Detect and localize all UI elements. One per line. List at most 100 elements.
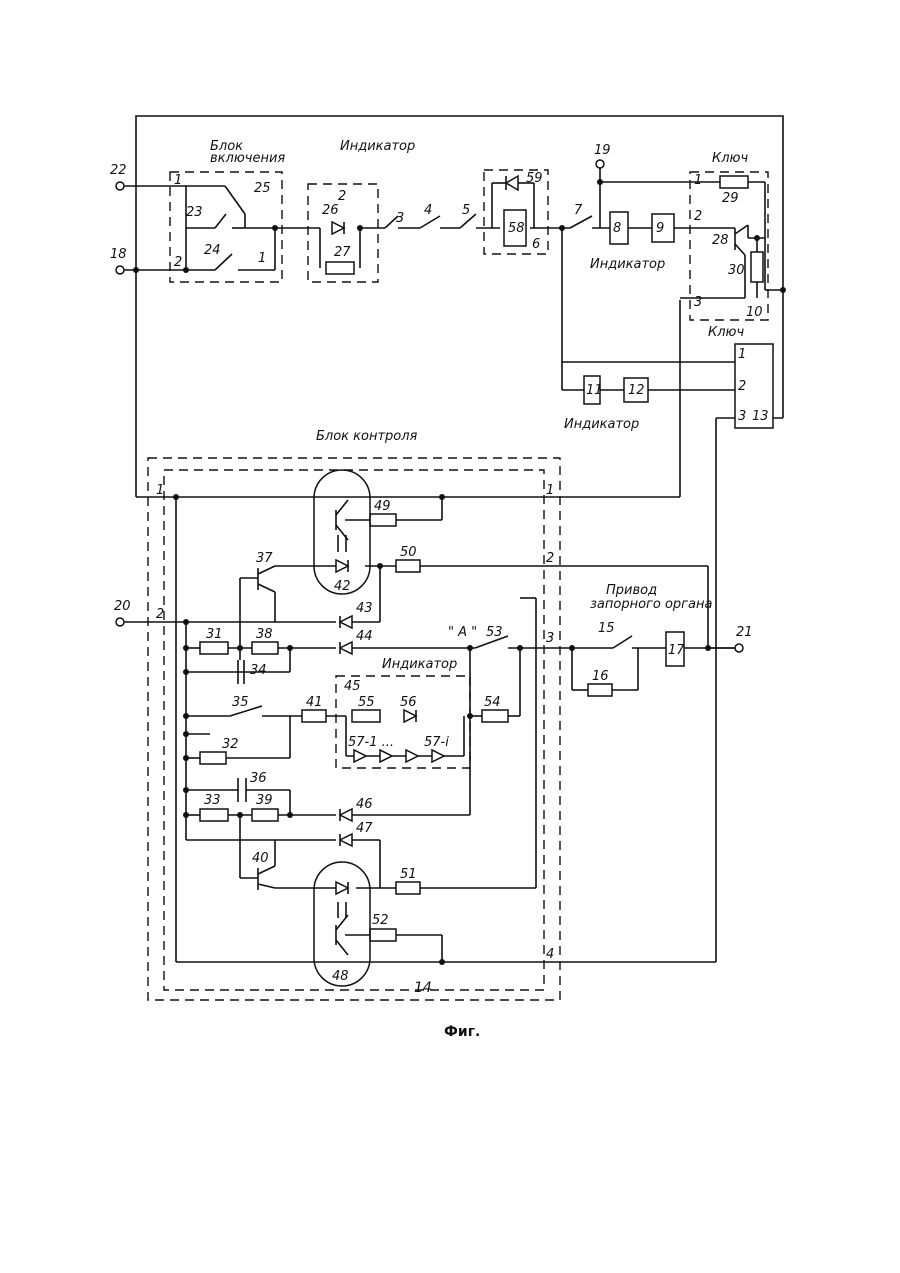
label-indicator-12: Индикатор: [564, 417, 639, 432]
figure-caption: Фиг.: [444, 1024, 480, 1040]
svg-text:10: 10: [746, 305, 763, 320]
svg-text:17: 17: [668, 643, 685, 658]
svg-text:2: 2: [156, 607, 164, 622]
svg-text:53: 53: [486, 625, 503, 640]
svg-text:3: 3: [738, 409, 746, 424]
svg-text:7: 7: [574, 203, 583, 218]
diode-48-led: [336, 882, 348, 894]
diode-43: [340, 616, 352, 628]
resistor-52: [370, 929, 396, 941]
svg-text:3: 3: [546, 631, 554, 646]
svg-text:31: 31: [206, 627, 223, 642]
svg-text:29: 29: [722, 191, 739, 206]
svg-text:8: 8: [613, 221, 621, 236]
svg-text:1: 1: [738, 347, 746, 362]
diode-56: [404, 710, 416, 722]
svg-text:2: 2: [694, 209, 702, 224]
resistor-51: [396, 882, 420, 894]
junction-dots: [133, 179, 786, 965]
labels: 22 18 19 20 21 Блок включения Индикатор …: [110, 139, 769, 1040]
label-drive-2: запорного органа: [590, 597, 712, 612]
svg-text:4: 4: [546, 947, 554, 962]
svg-text:9: 9: [656, 221, 664, 236]
svg-text:1: 1: [258, 251, 266, 266]
terminals: [116, 160, 743, 652]
svg-text:1: 1: [546, 483, 554, 498]
svg-text:47: 47: [356, 821, 373, 836]
diode-42: [336, 560, 348, 572]
label-terminal-19: 19: [594, 143, 611, 158]
svg-text:3: 3: [396, 211, 404, 226]
svg-text:28: 28: [712, 233, 729, 248]
svg-text:40: 40: [252, 851, 269, 866]
svg-text:26: 26: [322, 203, 339, 218]
svg-text:49: 49: [374, 499, 391, 514]
svg-text:1: 1: [156, 483, 164, 498]
svg-text:46: 46: [356, 797, 373, 812]
svg-text:41: 41: [306, 695, 323, 710]
svg-text:58: 58: [508, 221, 525, 236]
svg-text:1: 1: [174, 173, 182, 188]
resistor-29: [720, 176, 748, 188]
resistor-38: [252, 642, 278, 654]
svg-text:13: 13: [752, 409, 769, 424]
optocoupler-48: [314, 862, 370, 986]
svg-text:23: 23: [186, 205, 203, 220]
block-control-outer: [148, 458, 560, 1000]
resistor-41: [302, 710, 326, 722]
terminal-22: [116, 182, 124, 190]
svg-text:51: 51: [400, 867, 417, 882]
terminal-21: [735, 644, 743, 652]
resistor-50: [396, 560, 420, 572]
label-terminal-21: 21: [736, 625, 753, 640]
svg-text:2: 2: [338, 189, 346, 204]
svg-text:2: 2: [174, 255, 182, 270]
terminal-18: [116, 266, 124, 274]
svg-text:12: 12: [628, 383, 645, 398]
resistor-33: [200, 809, 228, 821]
svg-text:32: 32: [222, 737, 239, 752]
svg-text:56: 56: [400, 695, 417, 710]
label-indicator-45: Индикатор: [382, 657, 457, 672]
svg-text:50: 50: [400, 545, 417, 560]
svg-text:1: 1: [694, 173, 702, 188]
label-drive-1: Привод: [606, 583, 657, 598]
svg-text:15: 15: [598, 621, 615, 636]
label-terminal-22: 22: [110, 163, 127, 178]
svg-text:34: 34: [250, 663, 267, 678]
svg-text:54: 54: [484, 695, 501, 710]
resistor-32: [200, 752, 226, 764]
diode-47: [340, 834, 352, 846]
svg-text:39: 39: [256, 793, 273, 808]
label-key-13: Ключ: [708, 325, 744, 340]
svg-text:4: 4: [424, 203, 432, 218]
svg-text:45: 45: [344, 679, 361, 694]
svg-text:57-i: 57-i: [424, 735, 449, 750]
svg-text:44: 44: [356, 629, 373, 644]
resistor-31: [200, 642, 228, 654]
resistor-39: [252, 809, 278, 821]
diode-46: [340, 809, 352, 821]
svg-text:59: 59: [526, 171, 543, 186]
svg-text:3: 3: [694, 295, 702, 310]
dashed-blocks: [148, 170, 773, 1000]
label-terminal-18: 18: [110, 247, 127, 262]
svg-text:35: 35: [232, 695, 249, 710]
svg-text:6: 6: [532, 237, 540, 252]
svg-text:14: 14: [414, 980, 432, 996]
svg-text:24: 24: [204, 243, 221, 258]
svg-text:5: 5: [462, 203, 470, 218]
resistor-49: [370, 514, 396, 526]
svg-text:57-1 ...: 57-1 ...: [348, 735, 394, 750]
svg-text:16: 16: [592, 669, 609, 684]
components: [186, 176, 763, 986]
svg-text:27: 27: [334, 245, 351, 260]
svg-text:55: 55: [358, 695, 375, 710]
block-control-inner: [164, 470, 544, 990]
label-block-switch-on-2: включения: [210, 151, 285, 166]
svg-text:30: 30: [728, 263, 745, 278]
svg-text:48: 48: [332, 969, 349, 984]
label-terminal-20: 20: [114, 599, 131, 614]
svg-text:11: 11: [586, 383, 603, 398]
label-key-top: Ключ: [712, 151, 748, 166]
